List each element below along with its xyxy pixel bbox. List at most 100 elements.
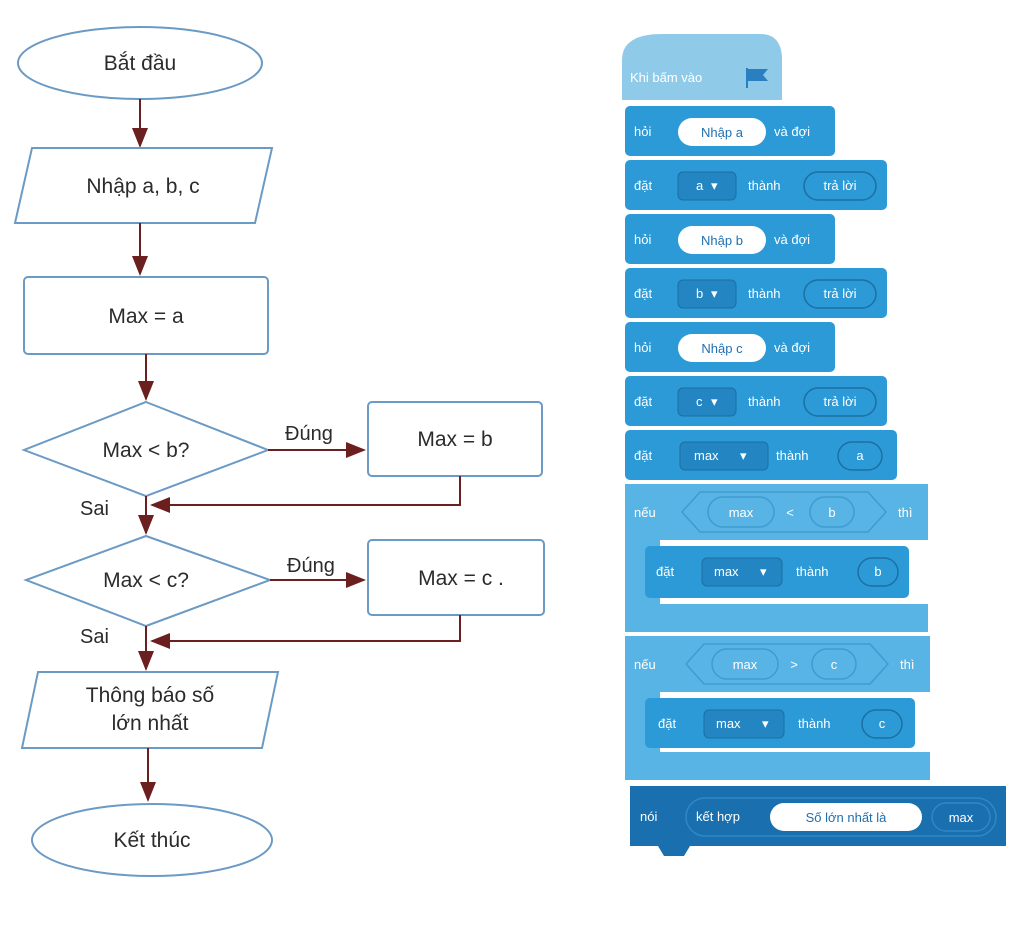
set-max-input[interactable] [837, 441, 883, 471]
ask-c-block[interactable]: hỏi Nhập c và đợi [625, 322, 835, 372]
if1-set-var: max [714, 564, 739, 579]
set-b-answer-reporter[interactable] [803, 279, 877, 309]
if1-set-var-dropdown[interactable] [701, 557, 783, 587]
if1-set-dropdown-icon: ▾ [760, 564, 767, 579]
join-word: kết hợp [696, 809, 740, 824]
say-block[interactable]: nói kết hợp Số lớn nhất là max [630, 786, 1006, 856]
if2-set-value: c [879, 716, 886, 731]
ask-a-block[interactable]: hỏi Nhập a và đợi [625, 106, 835, 156]
end-label: Kết thúc [113, 829, 190, 852]
output-label-line1: Thông báo số [86, 684, 215, 707]
set-c-block[interactable]: đặt c ▾ thành trả lời [625, 376, 887, 426]
if1-set-word: đặt [656, 564, 674, 579]
set-max-var: max [694, 448, 719, 463]
set-c-value: trả lời [823, 394, 856, 409]
init-label: Max = a [108, 305, 184, 328]
set-max-block[interactable]: đặt max ▾ thành a [625, 430, 897, 480]
ask-a-value: Nhập a [701, 125, 744, 140]
set-a-answer-reporter[interactable] [803, 171, 877, 201]
if1-left: max [729, 505, 754, 520]
if-block-2[interactable]: nếu max > c thì [625, 636, 930, 780]
if-block-1[interactable]: nếu max < b thì [625, 484, 928, 632]
start-label: Bắt đầu [104, 52, 176, 75]
yes-label-1: Đúng [285, 423, 333, 445]
set-b-var-dropdown[interactable] [677, 279, 737, 309]
set-max-value: a [856, 448, 864, 463]
set-b-word: đặt [634, 286, 652, 301]
set-b-dropdown-icon: ▾ [711, 286, 718, 301]
set-max-var-dropdown[interactable] [679, 441, 769, 471]
if2-set-to: thành [798, 716, 831, 731]
join-text: Số lớn nhất là [806, 810, 888, 825]
start-node: Bắt đầu [17, 26, 263, 100]
ask-b-value: Nhập b [701, 233, 743, 248]
green-flag-icon [746, 68, 768, 88]
if2-right: c [831, 657, 838, 672]
set-a-block[interactable]: đặt a ▾ thành trả lời [625, 160, 887, 210]
ask-c-value: Nhập c [701, 341, 743, 356]
set-a-var-dropdown[interactable] [677, 171, 737, 201]
set-b-to: thành [748, 286, 781, 301]
if2-set-dropdown-icon: ▾ [762, 716, 769, 731]
set-a-value: trả lời [823, 178, 856, 193]
if1-set-value: b [874, 564, 881, 579]
set-a-dropdown-icon: ▾ [711, 178, 718, 193]
if2-right-input[interactable] [811, 648, 857, 680]
if1-word: nếu [634, 505, 656, 520]
set-c-dropdown-icon: ▾ [711, 394, 718, 409]
end-node: Kết thúc [31, 803, 273, 877]
assign-b-label: Max = b [417, 428, 492, 451]
scratch-script: Khi bấm vào hỏi Nhập a và đợi đặt a ▾ th… [622, 34, 1006, 856]
ask-a-word: hỏi [634, 124, 651, 139]
set-c-var: c [696, 394, 703, 409]
if2-then: thì [900, 657, 914, 672]
if2-left-reporter[interactable] [711, 648, 779, 680]
set-c-to: thành [748, 394, 781, 409]
join-var: max [949, 810, 974, 825]
if1-set-block[interactable]: đặt max ▾ thành b [645, 546, 909, 598]
if2-left: max [733, 657, 758, 672]
ask-a-input[interactable] [678, 118, 766, 146]
assign-b-node: Max = b [367, 401, 543, 477]
cond-b-label: Max < b? [103, 439, 190, 462]
cond-c-node: Max < c? [23, 534, 273, 628]
join-text-input[interactable] [770, 803, 922, 831]
set-a-word: đặt [634, 178, 652, 193]
if2-set-block[interactable]: đặt max ▾ thành c [645, 698, 915, 748]
ask-b-input[interactable] [678, 226, 766, 254]
if1-set-input[interactable] [857, 557, 899, 587]
set-b-block[interactable]: đặt b ▾ thành trả lời [625, 268, 887, 318]
set-max-to: thành [776, 448, 809, 463]
ask-b-wait: và đợi [774, 232, 810, 247]
if2-set-var: max [716, 716, 741, 731]
flowchart: Bắt đầu Nhập a, b, c Max = a Max < b? Đú… [13, 26, 545, 877]
if2-set-var-dropdown[interactable] [703, 709, 785, 739]
if1-right: b [828, 505, 835, 520]
set-a-var: a [696, 178, 704, 193]
if1-left-reporter[interactable] [707, 496, 775, 528]
init-node: Max = a [23, 276, 269, 355]
ask-c-input[interactable] [678, 334, 766, 362]
set-c-var-dropdown[interactable] [677, 387, 737, 417]
join-var-reporter[interactable] [931, 802, 991, 832]
set-c-word: đặt [634, 394, 652, 409]
if1-set-to: thành [796, 564, 829, 579]
ask-a-wait: và đợi [774, 124, 810, 139]
output-node: Thông báo số lớn nhất [20, 671, 280, 749]
cond-c-label: Max < c? [103, 569, 189, 592]
set-c-answer-reporter[interactable] [803, 387, 877, 417]
no-label-1: Sai [80, 498, 109, 520]
hat-label: Khi bấm vào [630, 70, 702, 85]
no-label-2: Sai [80, 626, 109, 648]
if1-then: thì [898, 505, 912, 520]
assign-c-node: Max = c . [367, 539, 545, 616]
ask-c-wait: và đợi [774, 340, 810, 355]
say-word: nói [640, 809, 657, 824]
if2-set-input[interactable] [861, 709, 903, 739]
hat-block[interactable]: Khi bấm vào [622, 34, 782, 100]
yes-label-2: Đúng [287, 555, 335, 577]
input-node: Nhập a, b, c [13, 147, 274, 224]
ask-b-block[interactable]: hỏi Nhập b và đợi [625, 214, 835, 264]
if1-right-input[interactable] [809, 496, 855, 528]
